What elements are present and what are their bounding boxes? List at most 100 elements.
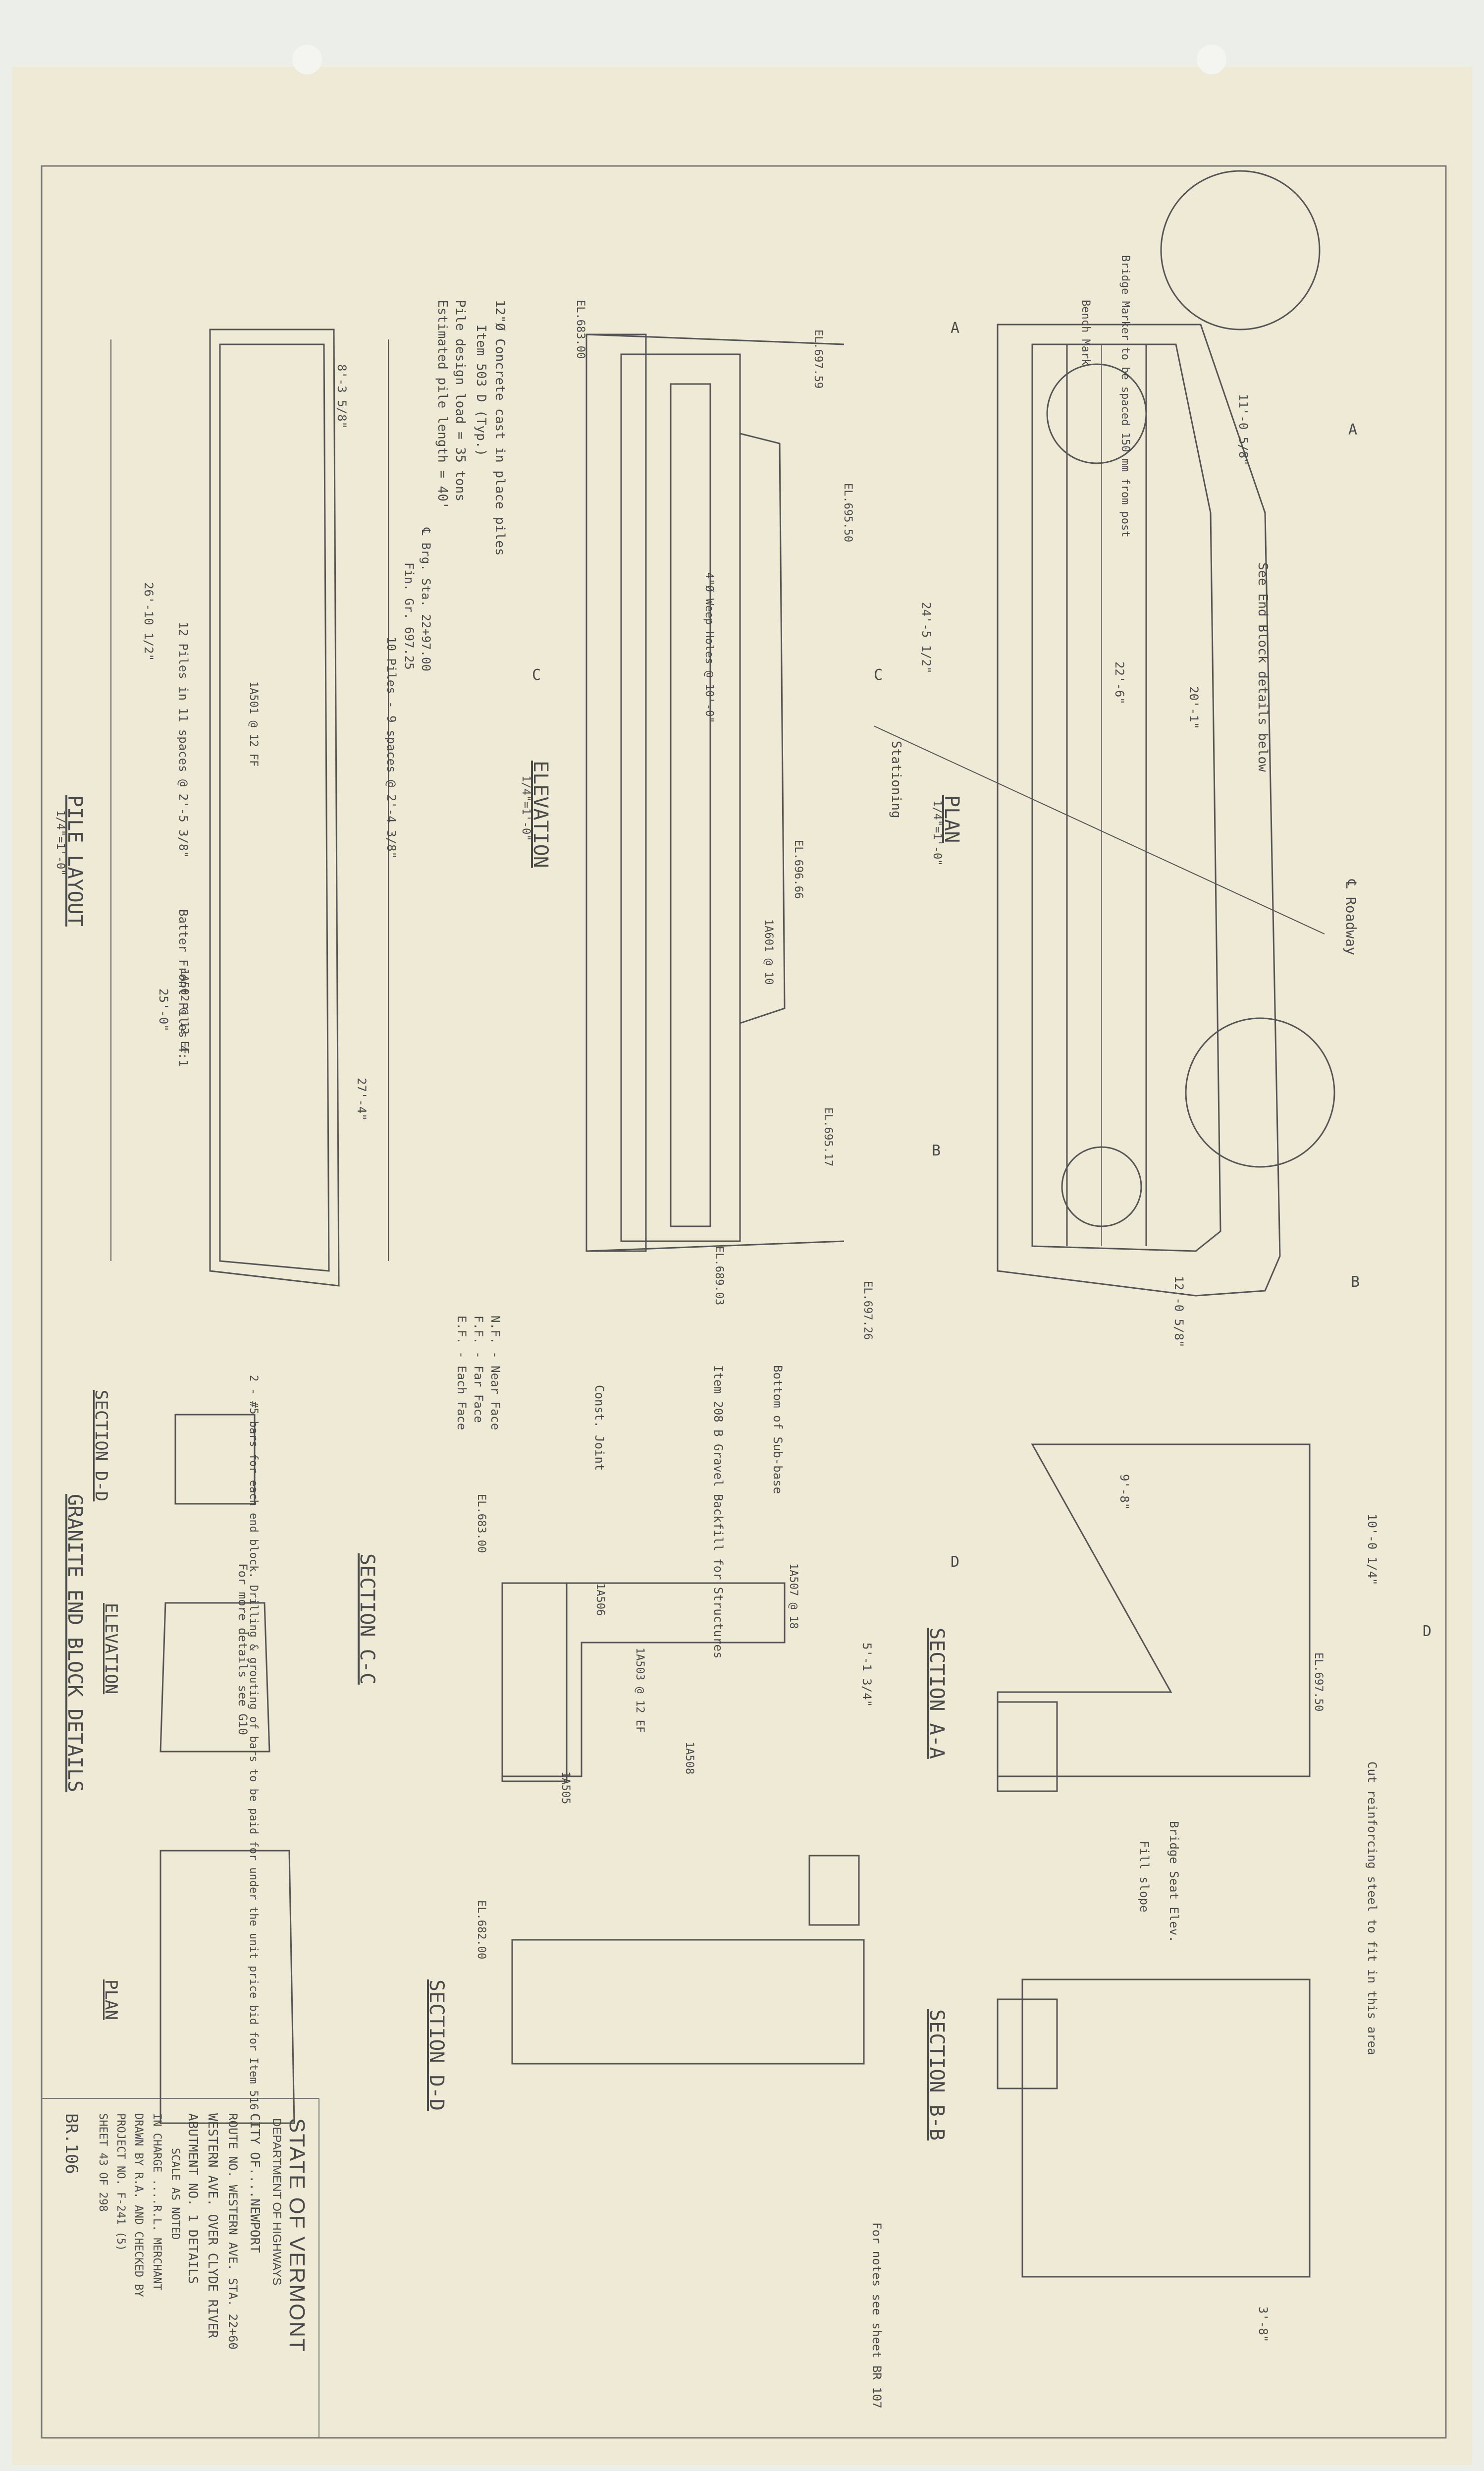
note-subbase: Bottom of Sub-base <box>771 1365 785 1494</box>
title-department: DEPARTMENT OF HIGHWAYS <box>270 2118 283 2286</box>
elev-e9: EL.683.00 <box>475 1494 487 1553</box>
elev-e1: EL.697.59 <box>812 329 824 389</box>
label-granite-elevation: ELEVATION <box>101 1603 121 1695</box>
note-pile-length: Estimated pile length = 40' <box>435 300 450 509</box>
pile-layout-inner <box>219 343 330 1272</box>
section-dd-block <box>808 1855 860 1926</box>
title-city: CITY OF....NEWPORT <box>247 2113 262 2253</box>
elevation-step <box>740 433 786 1024</box>
title-scale: SCALE AS NOTED <box>169 2148 181 2240</box>
note-notes-see: For notes see sheet BR 107 <box>870 2222 884 2409</box>
marker-a-top: A <box>951 320 960 337</box>
elev-e8: EL.697.50 <box>1312 1652 1325 1712</box>
dim-d4: 25'-0" <box>157 988 170 1032</box>
bar-b8: 1A601 @ 10 <box>762 919 775 985</box>
note-roadway: ℄ Roadway <box>1343 879 1359 955</box>
label-granite-section: SECTION D-D <box>91 1390 111 1502</box>
plan-inner <box>1031 343 1221 1252</box>
label-granite-plan: PLAN <box>101 1979 121 2020</box>
dim-d13: 5'-1 3/4" <box>860 1643 874 1707</box>
elev-e10: EL.682.00 <box>475 1900 487 1960</box>
elevation-cap <box>670 383 711 1227</box>
label-elevation: ELEVATION <box>529 761 552 868</box>
dim-d9: 9'-8" <box>1117 1474 1131 1510</box>
bar-b5: 1A508 <box>683 1742 695 1775</box>
marker-a-right: A <box>1348 421 1358 439</box>
bar-b4: 1A507 @ 18 <box>787 1563 799 1629</box>
note-bearing: ℄ Brg. Sta. 22+97.00 <box>419 528 433 671</box>
punch-hole-left <box>292 45 322 74</box>
label-elevation-scale: 1/4"=1'-0" <box>520 775 532 841</box>
title-route: ROUTE NO. WESTERN AVE. STA. 22+60 <box>226 2113 240 2350</box>
section-bb-footing <box>997 1998 1058 2089</box>
note-bridge-seat: Bridge Seat Elev. <box>1167 1821 1181 1943</box>
drawing-lines <box>41 165 1447 2439</box>
note-bench-mark: Bench Mark <box>1079 300 1092 366</box>
dim-d8: 12'-0 5/8" <box>1172 1276 1186 1348</box>
dim-d5: 11'-0 5/8" <box>1236 394 1250 466</box>
marker-c-right: C <box>874 666 883 684</box>
label-section-bb: SECTION B-B <box>925 2009 948 2141</box>
dim-d10: 10'-0 1/4" <box>1365 1514 1379 1586</box>
note-nf: N.F. - Near Face <box>488 1316 502 1430</box>
label-section-dd: SECTION D-D <box>425 1979 448 2111</box>
label-pile-scale: 1/4"=1'-0" <box>54 810 66 876</box>
drawing-sheet: STATE OF VERMONT DEPARTMENT OF HIGHWAYS … <box>12 45 1472 2465</box>
plan-small-circle-top <box>1046 363 1147 464</box>
marker-d-right: D <box>1423 1623 1432 1640</box>
section-cc-footing <box>501 1582 568 1782</box>
note-weep: 4"Ø Weep Holes @ 10'-0" <box>703 572 715 723</box>
dim-d11: 3'-8" <box>1256 2306 1270 2343</box>
label-plan: PLAN <box>940 795 963 843</box>
note-const-joint: Const. Joint <box>592 1385 606 1471</box>
elev-e7: EL.697.26 <box>861 1281 874 1340</box>
note-cut-reinf: Cut reinforcing steel to fit in this are… <box>1365 1761 1379 2055</box>
section-aa-outline <box>997 1443 1311 1777</box>
plan-detail-circle-bottom <box>1185 1017 1335 1168</box>
sheet-border <box>41 165 1447 2439</box>
marker-b-left: B <box>932 1142 941 1159</box>
label-section-aa: SECTION A-A <box>925 1628 948 1759</box>
granite-elevation <box>159 1602 270 1753</box>
elevation-stem <box>620 353 741 1242</box>
title-sheet: SHEET 43 OF 298 <box>97 2113 109 2212</box>
dim-d7: 22'-6" <box>1113 661 1126 705</box>
title-br-no: BR.106 <box>61 2113 81 2174</box>
elevation-bottom <box>586 1240 845 1252</box>
dim-d3: 27'-4" <box>355 1078 369 1121</box>
title-sheet-title: ABUTMENT NO. 1 DETAILS <box>185 2113 200 2284</box>
bar-b7: 1A505 <box>559 1771 572 1805</box>
label-plan-scale: 1/4"=1'-0" <box>931 800 943 866</box>
note-piles-spaces: 12 Piles in 11 spaces @ 2'-5 3/8" <box>176 622 190 858</box>
plan-small-circle-bottom <box>1061 1146 1142 1227</box>
title-in-charge: IN CHARGE ....R.L. MERCHANT <box>151 2113 163 2291</box>
pile-layout-outline <box>209 329 340 1287</box>
section-aa-footing <box>997 1701 1058 1792</box>
note-see-g: For more details see G10 <box>236 1563 250 1735</box>
note-gravel: Item 208 B Gravel Backfill for Structure… <box>711 1365 725 1659</box>
marker-c-left: C <box>532 666 541 684</box>
note-bars: 2 - #5 bars for each end block. Drilling… <box>247 1375 260 2110</box>
note-bearing-fin: Fin. Gr. 697.25 <box>402 562 416 670</box>
bar-b3: 1A503 @ 12 EF <box>634 1647 646 1733</box>
note-end-block: See End Block details below <box>1255 562 1270 772</box>
note-fill-slope: Fill slope <box>1137 1841 1151 1913</box>
punch-hole-right <box>1197 45 1226 74</box>
elevation-top <box>586 333 845 345</box>
note-item: Item 503 D (Typ.) <box>474 325 488 457</box>
marker-b-right: B <box>1351 1273 1360 1291</box>
dim-d6: 20'-1" <box>1187 686 1201 729</box>
note-pile-load: Pile design load = 35 tons <box>453 300 468 501</box>
plan-stationing <box>873 725 1325 934</box>
bar-b6: 1A506 <box>594 1583 606 1616</box>
plan-detail-circle-top <box>1160 170 1321 330</box>
granite-plan <box>159 1850 295 2124</box>
note-ten-piles: 10 Piles - 9 spaces @ 2'-4 3/8" <box>384 637 398 859</box>
note-ef: E.F. - Each Face <box>455 1316 469 1430</box>
bar-b1: 1A502 @ 12 EF <box>178 969 190 1054</box>
dim-d12: 8'-3 5/8" <box>335 364 349 429</box>
title-project-desc: WESTERN AVE. OVER CLYDE RIVER <box>205 2113 220 2338</box>
dim-d2: 26'-10 1/2" <box>142 582 156 661</box>
label-granite-title: GRANITE END BLOCK DETAILS <box>63 1494 86 1793</box>
section-bb-outline <box>1021 1978 1311 2278</box>
